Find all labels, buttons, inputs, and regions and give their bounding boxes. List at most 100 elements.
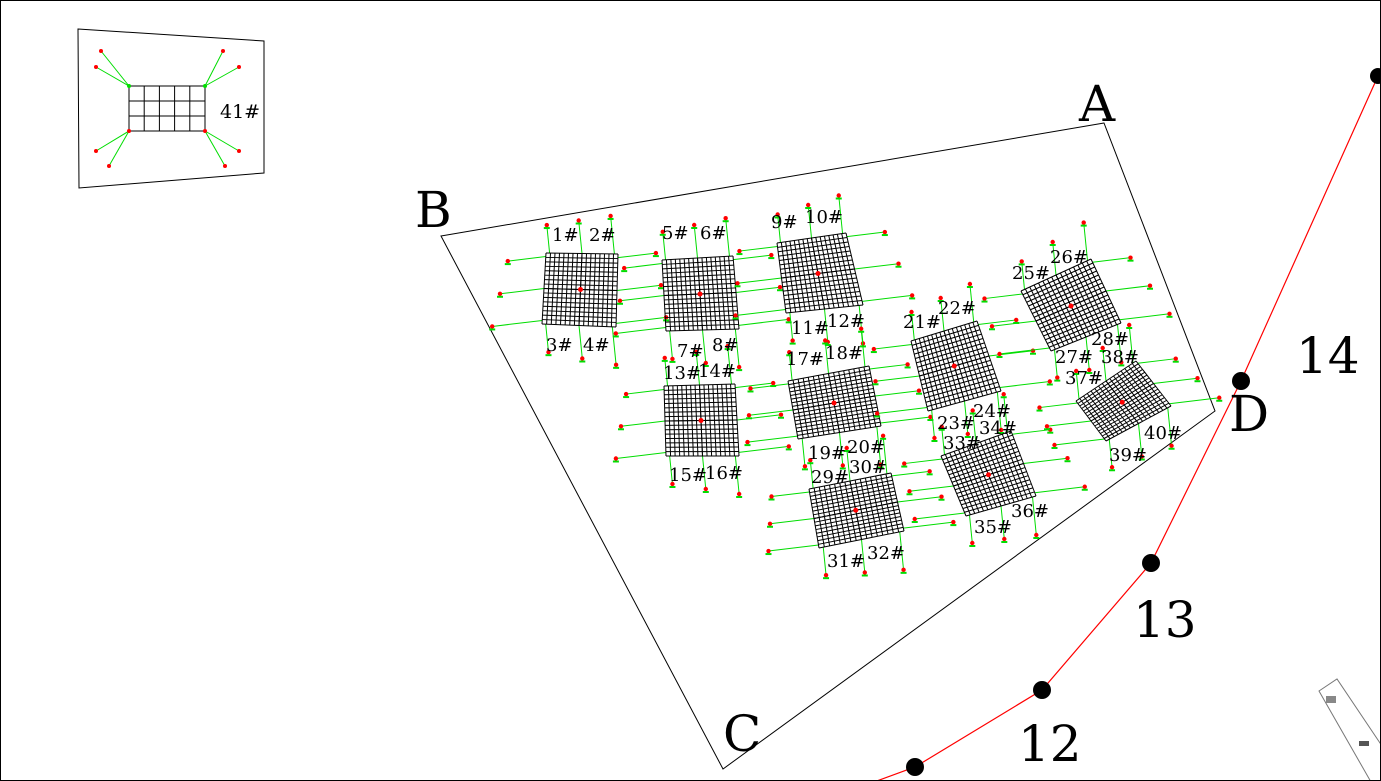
anchor-point[interactable] bbox=[497, 291, 503, 296]
anchor-point[interactable] bbox=[221, 49, 225, 53]
anchor-point[interactable] bbox=[766, 548, 771, 554]
anchor-point[interactable] bbox=[1001, 392, 1006, 397]
anchor-point[interactable] bbox=[1109, 465, 1115, 470]
anchor-point[interactable] bbox=[1081, 220, 1086, 225]
anchor-point[interactable] bbox=[982, 296, 987, 301]
anchor-point[interactable] bbox=[823, 572, 829, 578]
grid-block[interactable] bbox=[489, 213, 670, 369]
anchor-point[interactable] bbox=[490, 324, 495, 329]
anchor-point[interactable] bbox=[1014, 317, 1019, 323]
anchor-point[interactable] bbox=[613, 331, 618, 336]
anchor-point[interactable] bbox=[769, 252, 774, 258]
anchor-point[interactable] bbox=[670, 481, 675, 487]
anchor-point[interactable] bbox=[1147, 283, 1153, 288]
anchor-point[interactable] bbox=[1034, 532, 1039, 538]
anchor-point[interactable] bbox=[786, 444, 791, 449]
anchor-point[interactable] bbox=[733, 313, 738, 318]
anchor-point[interactable] bbox=[1195, 376, 1200, 381]
anchor-point[interactable] bbox=[94, 65, 98, 69]
anchor-point[interactable] bbox=[613, 362, 619, 368]
anchor-point[interactable] bbox=[1128, 255, 1133, 260]
anchor-point[interactable] bbox=[580, 356, 585, 361]
grid-block[interactable] bbox=[612, 216, 792, 372]
anchor-point[interactable] bbox=[927, 469, 932, 474]
anchor-point[interactable] bbox=[1052, 442, 1057, 448]
anchor-point[interactable] bbox=[703, 360, 708, 366]
anchor-point[interactable] bbox=[1119, 360, 1124, 365]
anchor-point[interactable] bbox=[823, 338, 828, 343]
anchor-point[interactable] bbox=[967, 281, 973, 287]
anchor-point[interactable] bbox=[1055, 375, 1060, 380]
station-marker[interactable] bbox=[1142, 554, 1160, 572]
anchor-point[interactable] bbox=[1019, 259, 1024, 264]
grid-block[interactable] bbox=[1036, 322, 1223, 472]
anchor-point[interactable] bbox=[871, 346, 877, 352]
anchor-point[interactable] bbox=[662, 355, 667, 361]
anchor-point[interactable] bbox=[725, 343, 730, 349]
anchor-point[interactable] bbox=[916, 388, 922, 393]
anchor-point[interactable] bbox=[1100, 345, 1105, 351]
anchor-point[interactable] bbox=[928, 414, 933, 420]
anchor-point[interactable] bbox=[745, 439, 750, 445]
anchor-point[interactable] bbox=[802, 464, 808, 469]
anchor-point[interactable] bbox=[1139, 454, 1145, 459]
anchor-point[interactable] bbox=[653, 250, 659, 256]
anchor-point[interactable] bbox=[237, 65, 241, 69]
anchor-point[interactable] bbox=[735, 281, 740, 286]
anchor-point[interactable] bbox=[1167, 311, 1172, 316]
anchor-point[interactable] bbox=[622, 265, 627, 271]
anchor-point[interactable] bbox=[912, 516, 917, 522]
anchor-point[interactable] bbox=[1065, 456, 1070, 461]
anchor-point[interactable] bbox=[107, 164, 111, 168]
anchor-point[interactable] bbox=[777, 285, 783, 290]
grid-block[interactable] bbox=[744, 326, 934, 471]
grid-block[interactable] bbox=[765, 433, 957, 580]
anchor-point[interactable] bbox=[836, 193, 841, 198]
anchor-point[interactable] bbox=[608, 213, 613, 219]
anchor-point[interactable] bbox=[771, 380, 776, 386]
anchor-point[interactable] bbox=[1217, 395, 1222, 400]
anchor-point[interactable] bbox=[901, 567, 906, 573]
anchor-point[interactable] bbox=[505, 258, 510, 264]
anchor-point[interactable] bbox=[1044, 424, 1050, 429]
anchor-point[interactable] bbox=[223, 164, 227, 168]
anchor-point[interactable] bbox=[880, 433, 886, 438]
anchor-point[interactable] bbox=[808, 458, 813, 463]
anchor-point[interactable] bbox=[723, 216, 728, 221]
anchor-point[interactable] bbox=[907, 489, 912, 494]
anchor-point[interactable] bbox=[786, 317, 791, 322]
anchor-point[interactable] bbox=[909, 293, 915, 298]
anchor-point[interactable] bbox=[99, 49, 103, 53]
anchor-point[interactable] bbox=[1037, 405, 1042, 410]
anchor-point[interactable] bbox=[736, 491, 742, 497]
anchor-point[interactable] bbox=[746, 413, 752, 418]
anchor-point[interactable] bbox=[618, 424, 624, 429]
anchor-point[interactable] bbox=[874, 411, 880, 416]
anchor-point[interactable] bbox=[970, 408, 975, 413]
anchor-point[interactable] bbox=[694, 349, 699, 355]
anchor-point[interactable] bbox=[1074, 368, 1079, 374]
anchor-point[interactable] bbox=[989, 324, 995, 329]
anchor-point[interactable] bbox=[775, 212, 780, 217]
station-marker[interactable] bbox=[1232, 372, 1250, 390]
grid-block[interactable] bbox=[612, 343, 792, 498]
grid-block[interactable] bbox=[732, 193, 916, 348]
anchor-point[interactable] bbox=[544, 222, 549, 228]
anchor-point[interactable] bbox=[951, 519, 956, 525]
anchor-point[interactable] bbox=[748, 386, 753, 391]
grid-block[interactable] bbox=[901, 392, 1088, 547]
anchor-point[interactable] bbox=[878, 462, 883, 467]
station-marker[interactable] bbox=[1033, 681, 1051, 699]
anchor-point[interactable] bbox=[840, 463, 845, 468]
station-marker[interactable] bbox=[906, 758, 924, 776]
anchor-point[interactable] bbox=[658, 283, 664, 288]
anchor-point[interactable] bbox=[1002, 536, 1007, 542]
anchor-point[interactable] bbox=[1087, 367, 1092, 373]
anchor-point[interactable] bbox=[873, 379, 878, 384]
anchor-point[interactable] bbox=[1169, 443, 1174, 448]
anchor-point[interactable] bbox=[902, 461, 907, 466]
anchor-point[interactable] bbox=[938, 295, 943, 301]
anchor-point[interactable] bbox=[844, 445, 849, 451]
anchor-point[interactable] bbox=[703, 486, 708, 492]
